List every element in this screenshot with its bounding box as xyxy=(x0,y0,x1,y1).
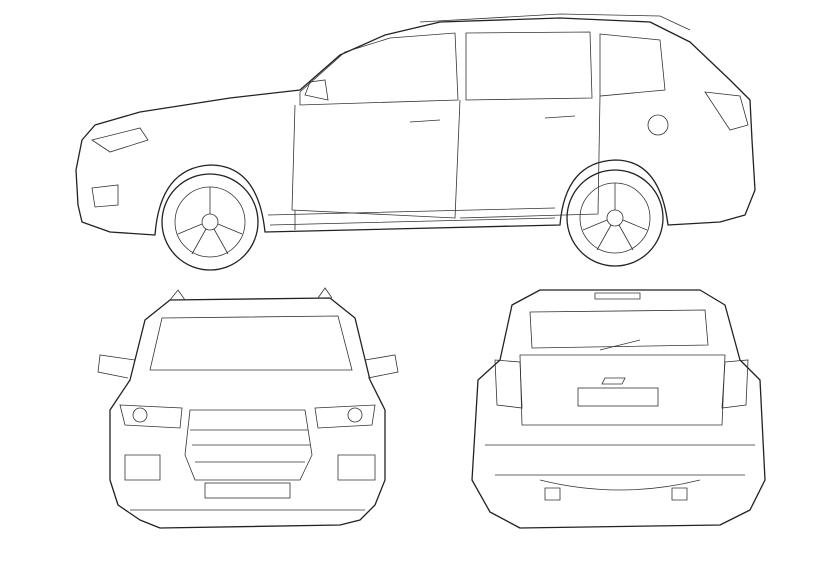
front-headlight-right xyxy=(347,407,363,423)
front-grille xyxy=(184,409,313,481)
side-handles xyxy=(409,115,576,123)
rear-badge xyxy=(601,377,626,385)
front-license-plate xyxy=(204,482,291,499)
rear-window xyxy=(529,309,709,349)
rear-view xyxy=(471,289,766,529)
front-roof-rails xyxy=(169,287,333,301)
side-mirror xyxy=(304,79,329,101)
front-windshield xyxy=(149,315,353,371)
front-headlights xyxy=(119,404,376,429)
front-body-outline xyxy=(109,297,386,529)
front-wheel xyxy=(161,173,259,271)
front-fog-lights xyxy=(124,454,376,481)
side-taillight xyxy=(704,91,749,131)
rear-bumper xyxy=(485,444,755,491)
rear-wheel xyxy=(566,169,664,267)
rear-body-outline xyxy=(471,289,766,529)
fuel-cap xyxy=(647,114,669,136)
side-headlight xyxy=(91,127,149,153)
rear-license-plate xyxy=(577,387,659,407)
side-rocker xyxy=(267,207,556,226)
front-view xyxy=(97,287,399,529)
side-roof-rail xyxy=(419,13,691,31)
rear-exhaust xyxy=(544,487,688,501)
rear-taillights xyxy=(494,359,749,409)
rear-wiper xyxy=(599,339,641,351)
side-fog-light xyxy=(91,184,119,208)
side-body-outline xyxy=(75,17,756,236)
side-windows xyxy=(299,31,666,106)
rear-tailgate xyxy=(519,354,726,426)
rear-spoiler-lights xyxy=(594,292,641,300)
side-view xyxy=(75,13,756,271)
side-doors xyxy=(291,95,601,230)
front-headlight-left xyxy=(132,407,148,423)
front-mirrors xyxy=(97,354,399,379)
